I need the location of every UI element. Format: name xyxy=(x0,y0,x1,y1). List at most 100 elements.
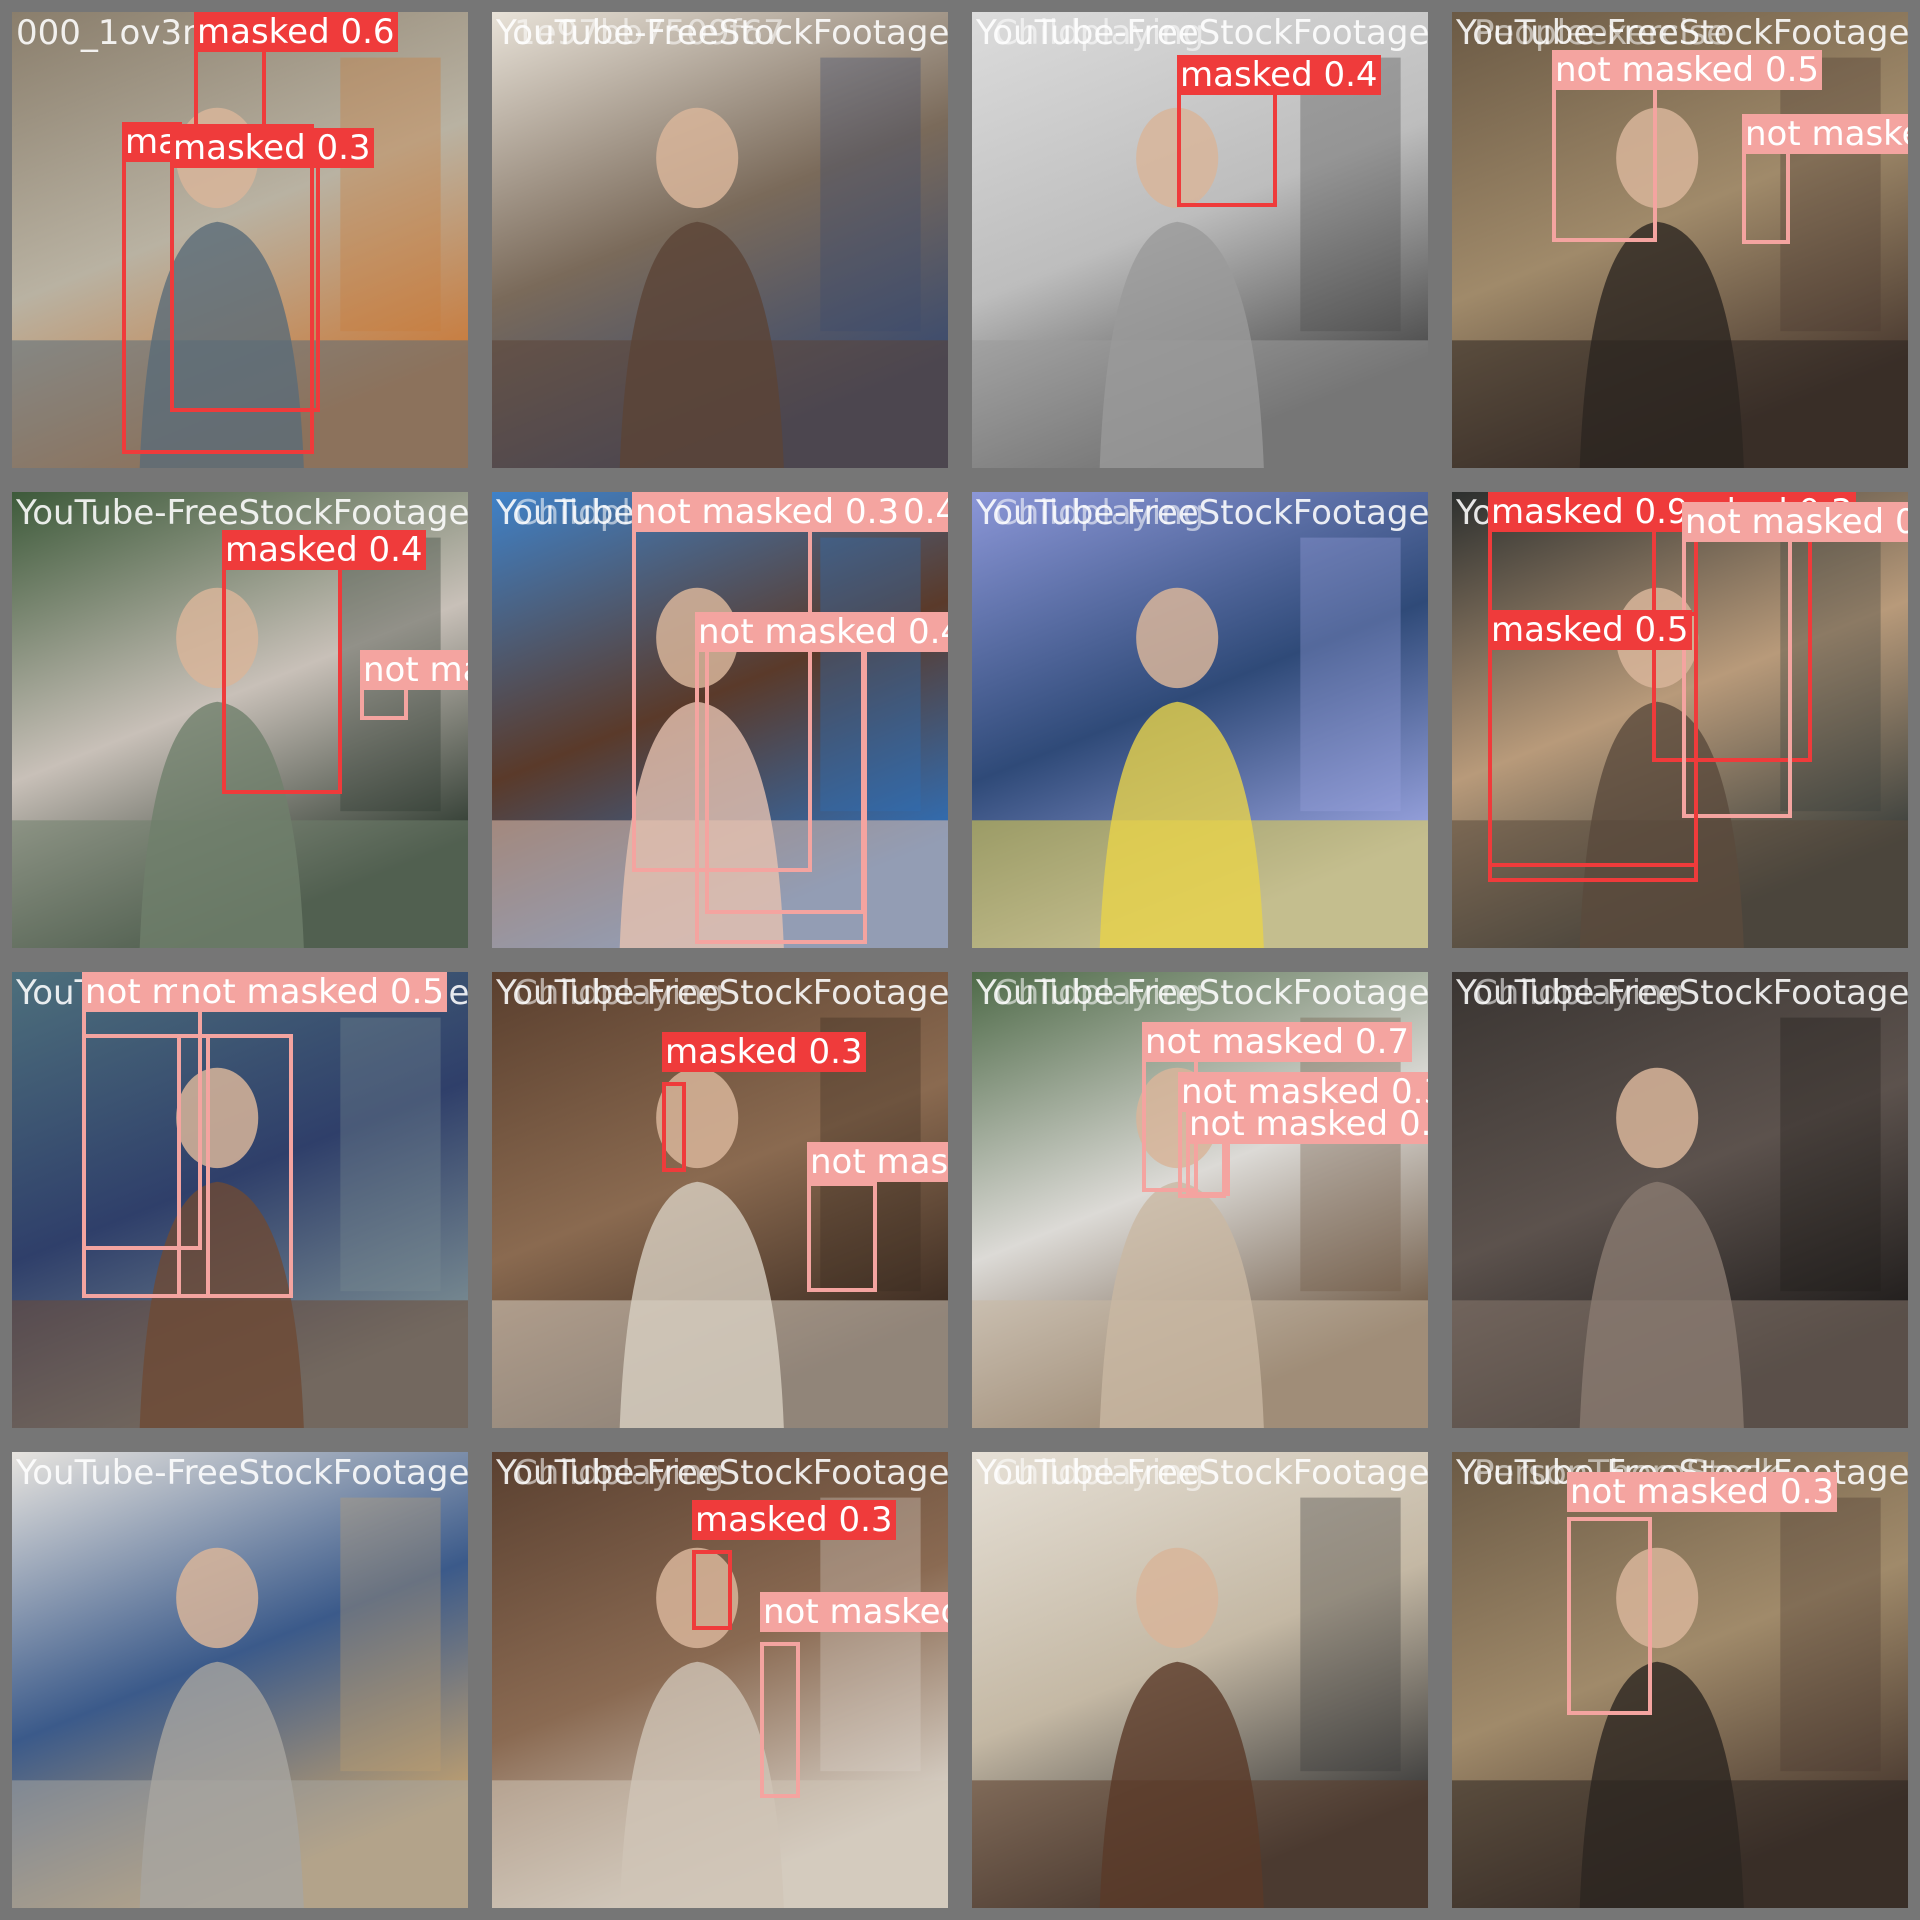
bounding-box-masked xyxy=(222,532,342,794)
bounding-box-not-masked xyxy=(82,1034,210,1298)
image-filename: Childplaying xyxy=(994,493,1205,533)
image-filename: Childplaying xyxy=(994,973,1205,1013)
detection-label: not masked 0.5 xyxy=(1552,50,1823,90)
detection-label: masked 0.9 xyxy=(1488,492,1692,532)
person-body xyxy=(1099,1181,1264,1428)
detection-label: masked 0.3 xyxy=(170,128,374,168)
image-filename: Childplaying xyxy=(994,13,1205,53)
tile-photo xyxy=(972,492,1428,948)
detection-label: masked 0.5 xyxy=(1488,610,1692,650)
person-head xyxy=(1136,587,1219,689)
mosaic-tile: YouTube-FreeStockFootage_ xyxy=(12,1452,468,1908)
person-body xyxy=(1579,701,1744,948)
image-filename: YouTube-FreeStockFootage_ xyxy=(976,1453,1428,1493)
scene-object xyxy=(820,537,921,812)
image-filename: YouTube-FreeStockFootage_ xyxy=(496,13,948,53)
mosaic-tile: YouTube-FreeStockFootage_Childplaying mas… xyxy=(492,1452,948,1908)
mosaic-tile: 000_1ov3n5_0_jpg.rf.cmasked 0.6mamasked … xyxy=(12,12,468,468)
scene-object xyxy=(1780,1497,1881,1772)
image-filename: YouTube-FreeStockFootage xyxy=(1456,13,1908,53)
image-filename: YouTube-FreeStockFootage_ xyxy=(16,1453,468,1493)
scene-object xyxy=(1300,1017,1401,1292)
scene-object xyxy=(1300,57,1401,332)
scene-object xyxy=(340,1017,441,1292)
tile-photo xyxy=(972,1452,1428,1908)
tile-photo xyxy=(12,972,468,1428)
bounding-box-not-masked xyxy=(177,1034,293,1298)
person-head xyxy=(1136,1547,1219,1649)
mosaic-tile: YouTube-FreeStockFootage_Childplaying not… xyxy=(972,972,1428,1428)
bounding-box-masked xyxy=(692,1550,732,1630)
tile-photo xyxy=(1452,1452,1908,1908)
bounding-box-masked xyxy=(1488,612,1698,882)
detection-label: not masked 0.3 xyxy=(632,492,903,532)
image-filename: 1e97bb7509f67 xyxy=(514,13,785,53)
detection-label: 0.4 xyxy=(900,492,948,532)
tile-photo xyxy=(492,492,948,948)
tile-photo xyxy=(1452,12,1908,468)
image-filename: YouTube-FreeStockFootage_ xyxy=(976,973,1428,1013)
tile-photo xyxy=(12,12,468,468)
image-filename: YouTube-FreeStockFootage_ xyxy=(496,1453,948,1493)
person-body xyxy=(1099,1661,1264,1908)
scene-object xyxy=(340,1497,441,1772)
person-head xyxy=(656,107,739,209)
person-head xyxy=(1616,1547,1699,1649)
mosaic-tile: YouTube-FreeStockFootage_Childplaying xyxy=(972,1452,1428,1908)
detection-label: not masked 0.7 xyxy=(1142,1022,1413,1062)
mosaic-tile: YouTube-FreeStockFootagePersonTheraStock… xyxy=(1452,1452,1908,1908)
person-head xyxy=(1616,1067,1699,1169)
person-body xyxy=(1579,1181,1744,1428)
person-head xyxy=(656,1067,739,1169)
image-filename: Childplaying xyxy=(514,1453,725,1493)
person-head xyxy=(176,1547,259,1649)
scene-object xyxy=(1780,537,1881,812)
bounding-box-not-masked xyxy=(760,1642,800,1798)
bounding-box-not-masked xyxy=(705,616,865,914)
person-head xyxy=(176,1067,259,1169)
image-filename: Childplaying xyxy=(994,1453,1205,1493)
scene-object xyxy=(340,57,441,332)
scene-object xyxy=(1300,537,1401,812)
detection-label: not masked 0.5 xyxy=(177,972,448,1012)
bounding-box-masked xyxy=(122,124,314,454)
mosaic-tile: YouTube-FreeStockFootage_Childplaying xyxy=(972,492,1428,948)
person-body xyxy=(619,701,784,948)
detection-label: not masked 0.4 xyxy=(695,612,948,652)
person-head xyxy=(176,587,259,689)
image-filename: YouTube-FreeStockFootage_ xyxy=(1456,973,1908,1013)
scene-object xyxy=(1780,1017,1881,1292)
image-filename: Peopleexercise xyxy=(1474,13,1728,53)
mosaic-tile: YouTube-FreeStockFootage_1e97bb7509f67 xyxy=(492,12,948,468)
mosaic-tile: YouTube-FreeStockFootage_Childplayingnot… xyxy=(492,492,948,948)
bounding-box-not-masked xyxy=(807,1182,877,1292)
tile-photo xyxy=(492,12,948,468)
detection-label: not masked 0.6 xyxy=(760,1592,948,1632)
bounding-box-not-masked xyxy=(1567,1517,1652,1715)
detection-label: masked 0.4 xyxy=(222,530,426,570)
scene-object xyxy=(1780,57,1881,332)
bounding-box-not-masked xyxy=(1682,528,1792,818)
detection-label: not masked 0.3 xyxy=(360,650,468,690)
image-filename: YouTube-FreeStockFootage_ xyxy=(976,13,1428,53)
tile-photo xyxy=(1452,972,1908,1428)
person-body xyxy=(619,221,784,468)
person-body xyxy=(139,1661,304,1908)
image-filename: YouTube-FreeStockFootage_ xyxy=(496,973,948,1013)
detection-label: masked 0.4 xyxy=(1177,55,1381,95)
mosaic-tile: YouTube-FreeStockFootage_Childplaying xyxy=(1452,972,1908,1428)
mosaic-tile: YouTube-FreeStockFootage_not masked 0.4n… xyxy=(12,972,468,1428)
bounding-box-masked xyxy=(170,130,320,412)
image-filename: Childplaying xyxy=(514,973,725,1013)
detection-label: masked 0.3 xyxy=(692,1500,896,1540)
person-body xyxy=(619,1181,784,1428)
person-body xyxy=(1099,701,1264,948)
detection-label: masked 0.3 xyxy=(662,1032,866,1072)
person-body xyxy=(139,701,304,948)
detection-label: not masked 0.4 xyxy=(1186,1104,1428,1144)
person-head xyxy=(656,1547,739,1649)
person-body xyxy=(1579,221,1744,468)
